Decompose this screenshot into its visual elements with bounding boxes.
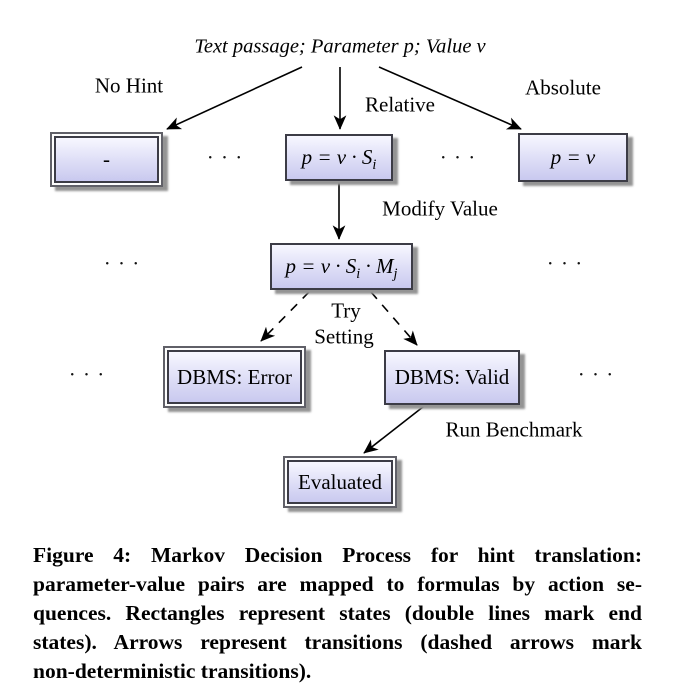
state-dbms-valid: DBMS: Valid [384, 350, 520, 405]
ellipsis-row1-right: · · · [439, 145, 477, 170]
state-absolute-formula-label: p = v [550, 145, 596, 169]
caption-line: non-deterministic transitions). [33, 659, 312, 683]
state-no-hint-end: - [50, 132, 163, 187]
edge-label-no-hint: No Hint [94, 73, 164, 98]
formula-base: p = v · S [301, 145, 373, 169]
state-relative-formula: p = v · Si [285, 134, 393, 181]
edge-run-benchmark [363, 402, 429, 454]
ellipsis-row2-right: · · · [546, 251, 584, 276]
caption-line: Figure 4: Markov Decision Process for hi… [33, 543, 642, 567]
state-relative-formula-label: p = v · Si [301, 145, 377, 174]
figure-caption: Figure 4: Markov Decision Process for hi… [33, 541, 642, 686]
ellipsis-row3-left: · · · [68, 362, 106, 387]
edge-label-relative: Relative [365, 92, 435, 117]
edge-no-hint [166, 66, 303, 130]
edge-label-modify-value: Modify Value [382, 196, 498, 221]
ellipsis-row1-left: · · · [206, 145, 244, 170]
caption-line: parameter-value pairs are mapped to form… [33, 572, 642, 596]
edge-try-setting-valid-dashed [370, 291, 418, 346]
ellipsis-row3-right: · · · [577, 362, 615, 387]
state-dbms-valid-label: DBMS: Valid [394, 365, 510, 389]
state-absolute-formula: p = v [518, 133, 628, 182]
edge-label-run-benchmark: Run Benchmark [445, 417, 583, 442]
formula-subscript-i: i [356, 266, 361, 283]
state-modified-formula-label: p = v · Si · Mj [285, 254, 398, 283]
caption-line: states). Arrows represent transitions (d… [33, 630, 642, 654]
state-dbms-error-label: DBMS: Error [167, 350, 302, 404]
state-evaluated-end: Evaluated [283, 456, 397, 508]
formula-base: p = v · S [285, 254, 357, 278]
caption-line: quences. Rectangles represent states (do… [33, 601, 642, 625]
edge-label-try: Try [331, 298, 361, 323]
root-state-label: Text passage; Parameter p; Value v [194, 35, 486, 58]
edge-try-setting-error-dashed [260, 291, 310, 342]
edge-label-absolute: Absolute [525, 75, 601, 100]
formula-factor: · M [360, 254, 394, 278]
state-no-hint-end-label: - [54, 136, 159, 183]
state-modified-formula: p = v · Si · Mj [270, 243, 413, 290]
state-dbms-error-end: DBMS: Error [163, 346, 306, 408]
edge-label-setting: Setting [314, 324, 374, 349]
formula-subscript-i: i [372, 157, 377, 174]
state-evaluated-label: Evaluated [287, 460, 393, 504]
formula-subscript-j: j [393, 266, 398, 283]
ellipsis-row2-left: · · · [103, 251, 141, 276]
